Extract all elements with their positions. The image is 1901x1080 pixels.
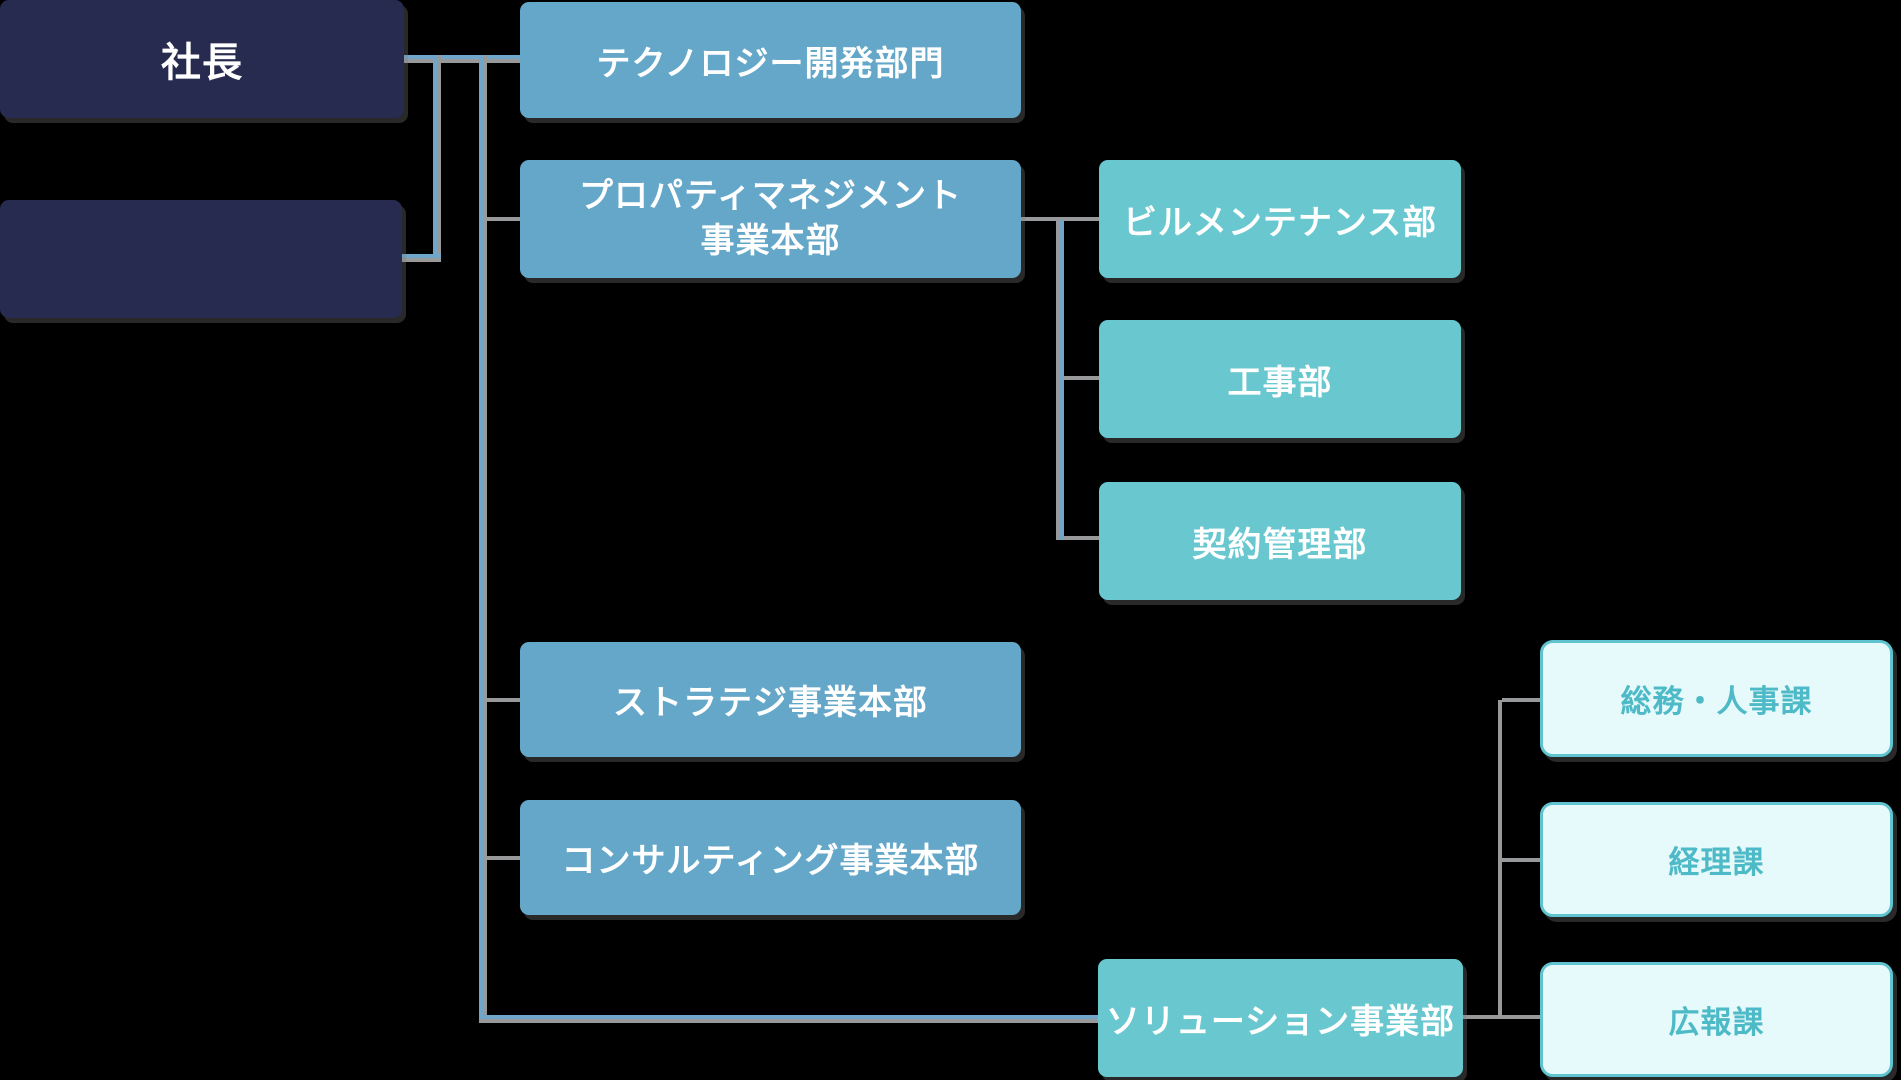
connector-property-right-stub <box>1021 217 1100 221</box>
node-construction-dept: 工事部 <box>1099 320 1461 438</box>
node-solution-dept-label: ソリューション事業部 <box>1105 1002 1456 1041</box>
connector-solution-horizontal <box>479 1015 1099 1023</box>
node-consulting-hq-label: コンサルティング事業本部 <box>561 842 980 880</box>
node-building-maintenance-dept: ビルメンテナンス部 <box>1099 160 1461 278</box>
node-construction-dept-label: 工事部 <box>1227 363 1333 402</box>
connector-accounting-stub <box>1502 858 1540 862</box>
connector-construction-stub <box>1063 376 1100 380</box>
node-strategy-hq: ストラテジ事業本部 <box>520 642 1021 757</box>
node-solution-dept: ソリューション事業部 <box>1098 959 1463 1077</box>
node-contract-management-dept-label: 契約管理部 <box>1192 525 1368 564</box>
connector-solution-children-vertical <box>1498 700 1502 1019</box>
node-property-management-hq: プロパティマネジメント 事業本部 <box>520 160 1021 278</box>
node-president-label: 社長 <box>161 41 243 85</box>
node-unlabeled-executive <box>0 200 402 318</box>
connector-subpresident-stub <box>402 254 441 262</box>
node-general-affairs-hr-section-label: 総務・人事課 <box>1620 684 1813 719</box>
property-management-line2: 事業本部 <box>700 222 841 260</box>
node-accounting-section: 経理課 <box>1540 802 1893 917</box>
node-general-affairs-hr-section: 総務・人事課 <box>1540 640 1893 757</box>
node-public-relations-section-label: 広報課 <box>1668 1005 1765 1040</box>
node-building-maintenance-dept-label: ビルメンテナンス部 <box>1122 203 1438 242</box>
node-consulting-hq: コンサルティング事業本部 <box>520 800 1021 915</box>
connector-contract-management-stub <box>1063 536 1100 540</box>
connector-president-bracket-vertical <box>433 55 441 262</box>
connector-president-to-trunk <box>404 55 520 63</box>
connector-consulting-stub <box>487 856 520 860</box>
node-accounting-section-label: 経理課 <box>1668 845 1765 880</box>
node-president: 社長 <box>0 0 404 118</box>
node-technology-division-label: テクノロジー開発部門 <box>596 44 945 83</box>
connector-general-affairs-stub <box>1502 698 1540 702</box>
connector-property-children-vertical <box>1056 220 1064 540</box>
node-public-relations-section: 広報課 <box>1540 962 1893 1077</box>
connector-strategy-stub <box>487 698 520 702</box>
connector-property-left-stub <box>487 217 521 221</box>
property-management-line1: プロパティマネジメント <box>579 177 962 216</box>
node-contract-management-dept: 契約管理部 <box>1099 482 1461 600</box>
node-technology-division: テクノロジー開発部門 <box>520 2 1021 118</box>
node-property-management-hq-label: プロパティマネジメント 事業本部 <box>579 174 962 264</box>
node-strategy-hq-label: ストラテジ事業本部 <box>613 684 928 722</box>
connector-main-trunk-vertical <box>479 55 487 1023</box>
